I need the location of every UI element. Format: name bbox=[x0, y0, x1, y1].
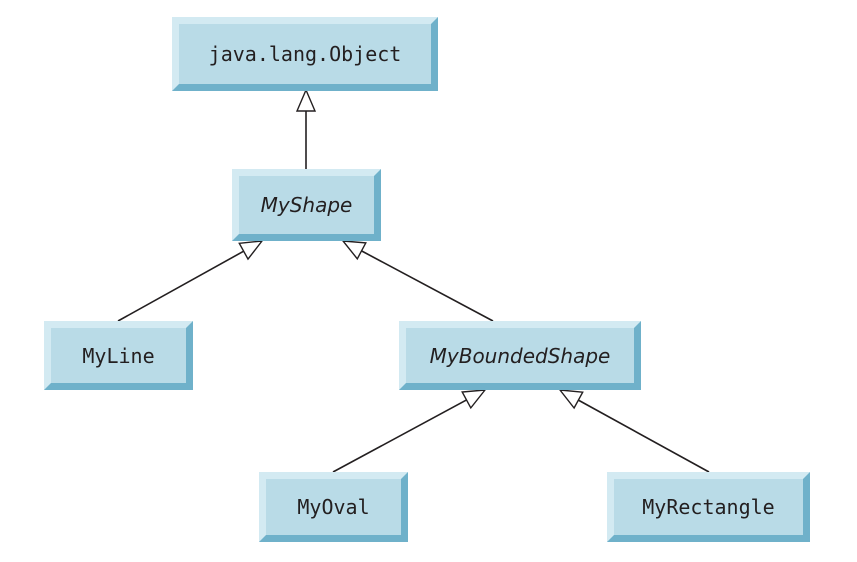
class-box-myline: MyLine bbox=[44, 321, 193, 390]
class-box-java-lang-object: java.lang.Object bbox=[172, 17, 438, 91]
class-label-java-lang-object: java.lang.Object bbox=[208, 42, 402, 66]
edge-myline-to-myshape bbox=[117, 250, 245, 322]
class-box-myoval: MyOval bbox=[259, 472, 408, 542]
inheritance-arrowhead-myoval-to-bounded bbox=[461, 389, 487, 410]
class-label-myrectangle: MyRectangle bbox=[642, 495, 775, 519]
edge-bounded-to-myshape bbox=[361, 250, 494, 322]
class-label-myshape: MyShape bbox=[260, 193, 353, 217]
inheritance-arrowhead-rectangle-to-bounded bbox=[558, 389, 584, 410]
edge-rectangle-to-bounded bbox=[578, 399, 710, 473]
class-label-myline: MyLine bbox=[82, 343, 155, 368]
inheritance-arrowhead-myline-to-myshape bbox=[238, 240, 264, 261]
edge-myoval-to-bounded bbox=[332, 399, 467, 473]
inheritance-arrowhead-myshape-to-object bbox=[295, 88, 317, 112]
inheritance-arrowhead-bounded-to-myshape bbox=[341, 240, 367, 261]
class-box-myshape: MyShape bbox=[232, 169, 381, 241]
class-label-myoval: MyOval bbox=[297, 495, 370, 519]
class-label-myboundedshape: MyBoundedShape bbox=[429, 343, 611, 368]
class-box-myrectangle: MyRectangle bbox=[607, 472, 810, 542]
class-box-myboundedshape: MyBoundedShape bbox=[399, 321, 641, 390]
